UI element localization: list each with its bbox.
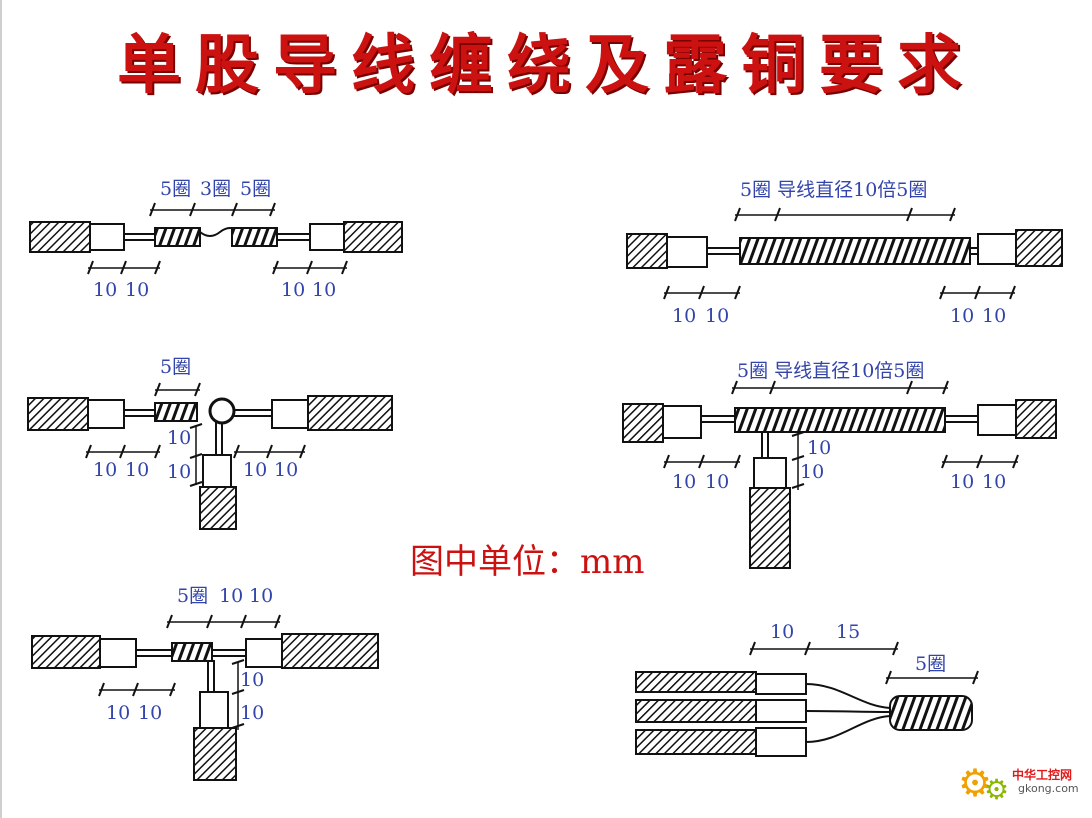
d5-label-top: 5圈 导线直径10倍5圈 [737, 360, 924, 382]
d5-label-bl-1: 10 [672, 471, 696, 493]
d2-label-branch-2: 10 [167, 461, 191, 483]
d1-label-bl-2: 10 [125, 279, 149, 301]
left-border [0, 0, 2, 818]
d3-label-top-3: 10 [249, 585, 273, 607]
d4-label-br-2: 10 [982, 305, 1006, 327]
unit-note: 图中单位：mm [410, 542, 645, 582]
diagram-t-wrap [31, 614, 379, 781]
d1-label-br-2: 10 [312, 279, 336, 301]
diagram-t-knot [27, 382, 393, 530]
d1-label-top-1: 5圈 [160, 178, 191, 200]
d2-label-bl-1: 10 [93, 459, 117, 481]
d2-label-br-1: 10 [243, 459, 267, 481]
d4-label-top: 5圈 导线直径10倍5圈 [740, 179, 927, 201]
watermark-logo: ⚙ ⚙ 中华工控网 gkong.com [954, 762, 1084, 808]
d1-label-top-2: 3圈 [200, 178, 231, 200]
diagram-long-wrap [626, 207, 1063, 300]
gear-icon: ⚙ [958, 761, 993, 805]
d1-label-top-3: 5圈 [240, 178, 271, 200]
d1-label-br-1: 10 [281, 279, 305, 301]
d3-label-top-2: 10 [219, 585, 243, 607]
d3-label-top-1: 5圈 [177, 585, 208, 607]
d2-label-top: 5圈 [160, 356, 191, 378]
d2-label-branch-1: 10 [167, 427, 191, 449]
page-title: 单股导线缠绕及露铜要求 [117, 28, 975, 103]
d6-label-top-1: 10 [770, 621, 794, 643]
d5-label-branch-1: 10 [807, 437, 831, 459]
d3-label-bl-2: 10 [138, 702, 162, 724]
diagram-pigtail [635, 641, 979, 757]
d6-label-right: 5圈 [915, 653, 946, 675]
d2-label-br-2: 10 [274, 459, 298, 481]
d3-label-branch-2: 10 [240, 702, 264, 724]
d5-label-br-1: 10 [950, 471, 974, 493]
gear-small-icon: ⚙ [984, 773, 1010, 806]
d2-label-bl-2: 10 [125, 459, 149, 481]
d3-label-bl-1: 10 [106, 702, 130, 724]
d3-label-branch-1: 10 [240, 669, 264, 691]
d4-label-br-1: 10 [950, 305, 974, 327]
d1-label-bl-1: 10 [93, 279, 117, 301]
d4-label-bl-2: 10 [705, 305, 729, 327]
d4-label-bl-1: 10 [672, 305, 696, 327]
d6-label-top-2: 15 [836, 621, 860, 643]
d5-label-br-2: 10 [982, 471, 1006, 493]
watermark-domain: gkong.com [1018, 782, 1079, 795]
d5-label-branch-2: 10 [800, 461, 824, 483]
watermark-brand: 中华工控网 [1012, 768, 1073, 782]
diagram-straight-splice [29, 202, 403, 275]
d5-label-bl-2: 10 [705, 471, 729, 493]
diagram-long-t-wrap [622, 380, 1057, 569]
